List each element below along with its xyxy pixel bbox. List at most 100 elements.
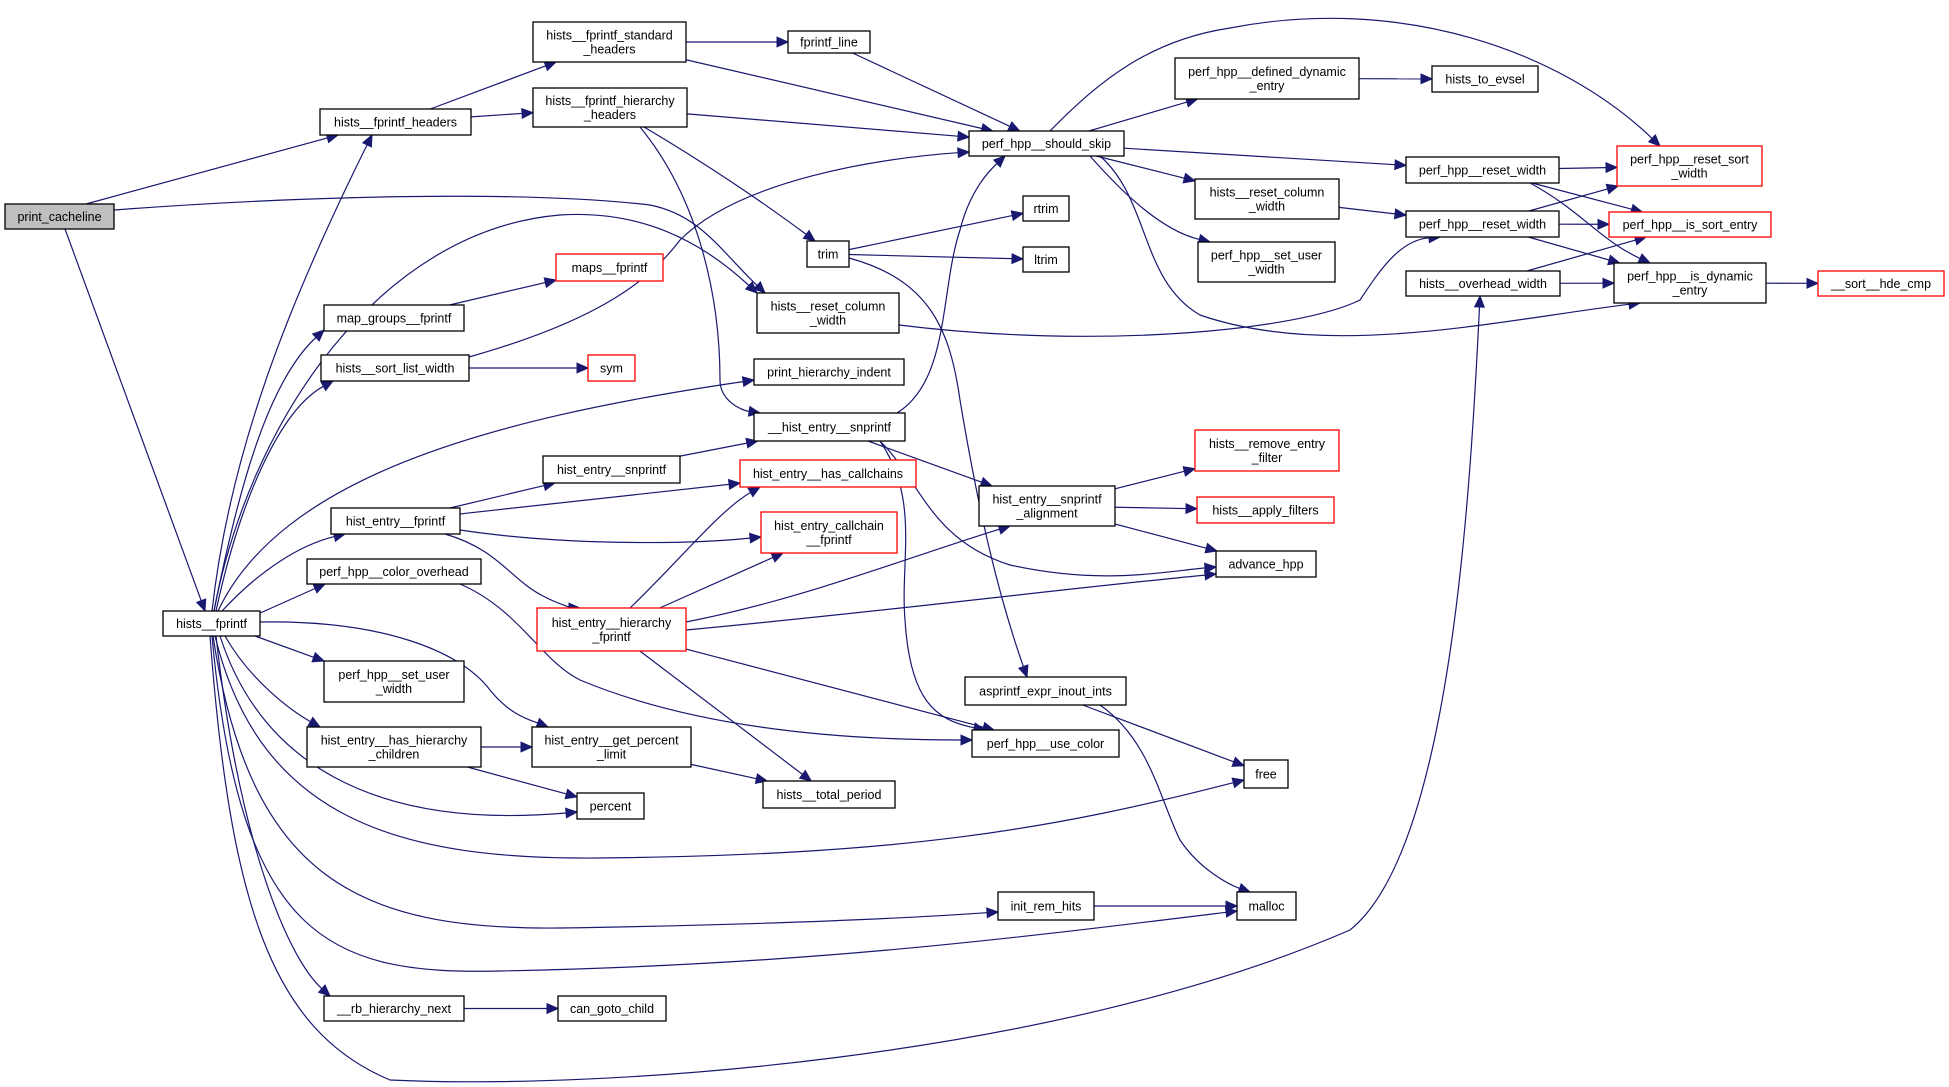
node-hist_entry__get_percent_limit[interactable]: hist_entry__get_percent_limit xyxy=(531,726,692,768)
node-hists__total_period[interactable]: hists__total_period xyxy=(762,780,896,809)
node-perf_hpp__is_dynamic_entry[interactable]: perf_hpp__is_dynamic_entry xyxy=(1613,262,1767,304)
node-hists_to_evsel[interactable]: hists_to_evsel xyxy=(1431,65,1539,93)
node-label: _width xyxy=(375,682,412,696)
edge-perf_hpp__is_dynamic_entry-to-__sort__hde_cmp xyxy=(1765,277,1820,289)
node-hists__reset_column_width_1[interactable]: hists__reset_column_width xyxy=(1194,178,1340,220)
node-trim[interactable]: trim xyxy=(806,240,850,268)
edge-line xyxy=(459,483,730,515)
edge-line xyxy=(468,152,959,358)
node-print_hierarchy_indent[interactable]: print_hierarchy_indent xyxy=(753,358,905,386)
node-perf_hpp__reset_width_2[interactable]: perf_hpp__reset_width xyxy=(1405,210,1560,238)
edge-init_rem_hits-to-malloc xyxy=(1094,900,1239,912)
node-init_rem_hits[interactable]: init_rem_hits xyxy=(997,891,1095,921)
edge-line xyxy=(449,484,545,509)
node-sym[interactable]: sym xyxy=(587,354,636,382)
node-free[interactable]: free xyxy=(1243,759,1289,789)
node-malloc[interactable]: malloc xyxy=(1236,891,1297,921)
arrowhead-icon xyxy=(1204,542,1219,554)
node-label: perf_hpp__reset_width xyxy=(1419,218,1546,232)
node-perf_hpp__defined_dynamic_entry[interactable]: perf_hpp__defined_dynamic_entry xyxy=(1174,57,1360,100)
node-box xyxy=(1194,178,1340,220)
edge-line xyxy=(1114,506,1187,510)
node-hists__remove_entry_filter[interactable]: hists__remove_entry_filter xyxy=(1194,429,1340,472)
node-can_goto_child[interactable]: can_goto_child xyxy=(557,995,667,1022)
node-percent[interactable]: percent xyxy=(576,792,645,820)
node-box xyxy=(964,676,1127,706)
node-box xyxy=(753,412,906,442)
node-hists__sort_list_width[interactable]: hists__sort_list_width xyxy=(320,354,470,382)
node-hist_entry_callchain__fprintf[interactable]: hist_entry_callchain__fprintf xyxy=(760,511,898,554)
node-label: __rb_hierarchy_next xyxy=(336,1002,451,1016)
node-perf_hpp__set_user_width_1[interactable]: perf_hpp__set_user_width xyxy=(1197,241,1336,283)
node-label: percent xyxy=(590,800,632,814)
node-hists__fprintf_hierarchy_headers[interactable]: hists__fprintf_hierarchy_headers xyxy=(532,87,688,128)
edge-line xyxy=(215,635,323,990)
arrowhead-icon xyxy=(1605,162,1619,174)
node-label: perf_hpp__color_overhead xyxy=(319,565,468,579)
node-ltrim[interactable]: ltrim xyxy=(1022,246,1070,273)
node-rtrim[interactable]: rtrim xyxy=(1022,195,1070,222)
node-perf_hpp__is_sort_entry[interactable]: perf_hpp__is_sort_entry xyxy=(1608,211,1772,238)
node-hists__fprintf[interactable]: hists__fprintf xyxy=(162,610,261,637)
node-hists__fprintf_standard_headers[interactable]: hists__fprintf_standard_headers xyxy=(532,21,687,63)
node-box xyxy=(1022,246,1070,273)
node-label: _fprintf xyxy=(591,630,631,644)
node-__sort__hde_cmp[interactable]: __sort__hde_cmp xyxy=(1817,270,1945,297)
edge-line xyxy=(430,65,546,110)
node-fprintf_line[interactable]: fprintf_line xyxy=(787,30,871,54)
node-perf_hpp__use_color[interactable]: perf_hpp__use_color xyxy=(971,729,1120,758)
edge-line xyxy=(685,528,1000,623)
node-box xyxy=(1405,210,1560,238)
arrowhead-icon xyxy=(1806,277,1820,289)
node-label: perf_hpp__is_dynamic xyxy=(1627,270,1753,284)
arrowhead-icon xyxy=(320,380,335,392)
node-hists__fprintf_headers[interactable]: hists__fprintf_headers xyxy=(319,108,472,136)
node-label: perf_hpp__defined_dynamic xyxy=(1188,65,1346,79)
node-hist_entry__snprintf_alignment[interactable]: hist_entry__snprintf_alignment xyxy=(978,485,1116,527)
node-hists__apply_filters[interactable]: hists__apply_filters xyxy=(1196,496,1335,524)
node-label: _entry xyxy=(1249,79,1285,93)
node-box xyxy=(1174,57,1360,100)
node-hists__overhead_width[interactable]: hists__overhead_width xyxy=(1405,270,1561,297)
node-perf_hpp__reset_sort_width[interactable]: perf_hpp__reset_sort_width xyxy=(1616,145,1763,187)
node-perf_hpp__reset_width_1[interactable]: perf_hpp__reset_width xyxy=(1405,156,1560,184)
edge-line xyxy=(686,113,959,137)
node-box xyxy=(542,455,681,484)
node-map_groups__fprintf[interactable]: map_groups__fprintf xyxy=(323,304,465,332)
arrowhead-icon xyxy=(543,60,558,72)
arrowhead-icon xyxy=(770,552,785,563)
node-hist_entry__snprintf[interactable]: hist_entry__snprintf xyxy=(542,455,681,484)
edge-hists__sort_list_width-to-sym xyxy=(469,362,590,374)
edge-hists__reset_column_width_2-to-perf_hpp__reset_width_2 xyxy=(898,232,1442,337)
node-label: hists__fprintf_hierarchy xyxy=(545,94,675,108)
node-hist_entry__fprintf[interactable]: hist_entry__fprintf xyxy=(330,507,461,535)
node-hist_entry__has_hierarchy_children[interactable]: hist_entry__has_hierarchy_children xyxy=(306,726,482,768)
node-box xyxy=(1613,262,1767,304)
node-print_cacheline[interactable]: print_cacheline xyxy=(4,203,115,230)
edge-__rb_hierarchy_next-to-can_goto_child xyxy=(464,1002,560,1015)
edge-hists__sort_list_width-to-perf_hpp__should_skip xyxy=(468,147,971,358)
arrowhead-icon xyxy=(957,130,971,142)
node-label: malloc xyxy=(1248,900,1284,914)
edge-line xyxy=(221,536,335,612)
node-label: hist_entry__snprintf xyxy=(557,463,667,477)
edge-hist_entry__snprintf_alignment-to-hists__apply_filters xyxy=(1114,502,1199,515)
node-hists__reset_column_width_2[interactable]: hists__reset_column_width xyxy=(756,292,900,334)
node-label: fprintf_line xyxy=(800,36,858,50)
node-__hist_entry__snprintf[interactable]: __hist_entry__snprintf xyxy=(753,412,906,442)
node-hist_entry__has_callchains[interactable]: hist_entry__has_callchains xyxy=(739,459,917,488)
edge-hist_entry__hierarchy_fprintf-to-hist_entry__has_callchains xyxy=(629,486,762,609)
node-perf_hpp__set_user_width_2[interactable]: perf_hpp__set_user_width xyxy=(323,660,465,703)
node-perf_hpp__color_overhead[interactable]: perf_hpp__color_overhead xyxy=(306,558,482,585)
node-asprintf_expr_inout_ints[interactable]: asprintf_expr_inout_ints xyxy=(964,676,1127,706)
arrowhead-icon xyxy=(1017,664,1029,679)
node-advance_hpp[interactable]: advance_hpp xyxy=(1215,550,1317,578)
node-label: perf_hpp__set_user xyxy=(338,668,449,682)
node-__rb_hierarchy_next[interactable]: __rb_hierarchy_next xyxy=(323,995,465,1022)
node-label: hists__fprintf xyxy=(176,617,247,631)
node-hist_entry__hierarchy_fprintf[interactable]: hist_entry__hierarchy_fprintf xyxy=(536,607,687,652)
node-perf_hpp__should_skip[interactable]: perf_hpp__should_skip xyxy=(968,130,1125,157)
node-box xyxy=(531,726,692,768)
edge-line xyxy=(467,766,567,795)
node-maps__fprintf[interactable]: maps__fprintf xyxy=(555,253,664,282)
